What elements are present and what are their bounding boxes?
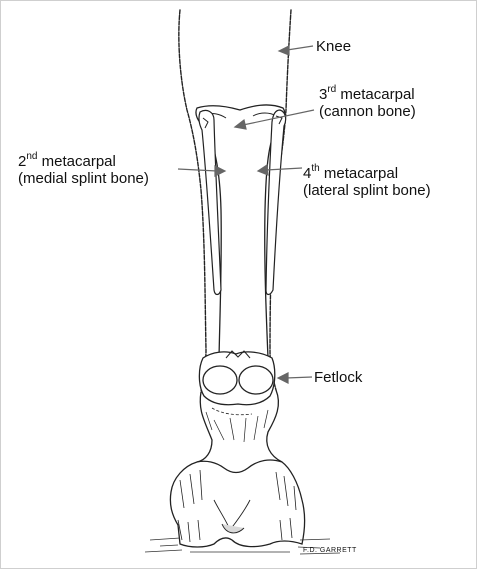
lateral-splint-label-line2: (lateral splint bone) xyxy=(303,182,431,199)
knee-label-text: Knee xyxy=(316,38,351,55)
cannon-bone-label: 3rd metacarpal (cannon bone) xyxy=(319,86,416,120)
medial-splint-word: metacarpal xyxy=(37,153,115,170)
cannon-bone-label-line1: 3rd metacarpal xyxy=(319,86,416,103)
artist-signature: F.D. GARRETT xyxy=(303,547,357,554)
medial-splint-label-line1: 2nd metacarpal xyxy=(18,153,149,170)
cannon-bone-ordinal: rd xyxy=(327,84,336,95)
fetlock-label-text: Fetlock xyxy=(314,369,362,386)
lateral-splint-ordinal: th xyxy=(311,163,319,174)
cannon-bone-label-line2: (cannon bone) xyxy=(319,103,416,120)
hoof xyxy=(170,460,304,547)
fetlock-joint xyxy=(199,351,274,405)
lateral-splint-word: metacarpal xyxy=(320,165,398,182)
knee-label: Knee xyxy=(316,38,351,55)
cannon-bone-word: metacarpal xyxy=(336,86,414,103)
fetlock-label: Fetlock xyxy=(314,369,362,386)
medial-splint-label-line2: (medial splint bone) xyxy=(18,170,149,187)
medial-splint-label: 2nd metacarpal (medial splint bone) xyxy=(18,153,149,187)
medial-splint-ordinal: nd xyxy=(26,151,37,162)
lateral-splint-label-line1: 4th metacarpal xyxy=(303,165,431,182)
lateral-splint-label: 4th metacarpal (lateral splint bone) xyxy=(303,165,431,199)
